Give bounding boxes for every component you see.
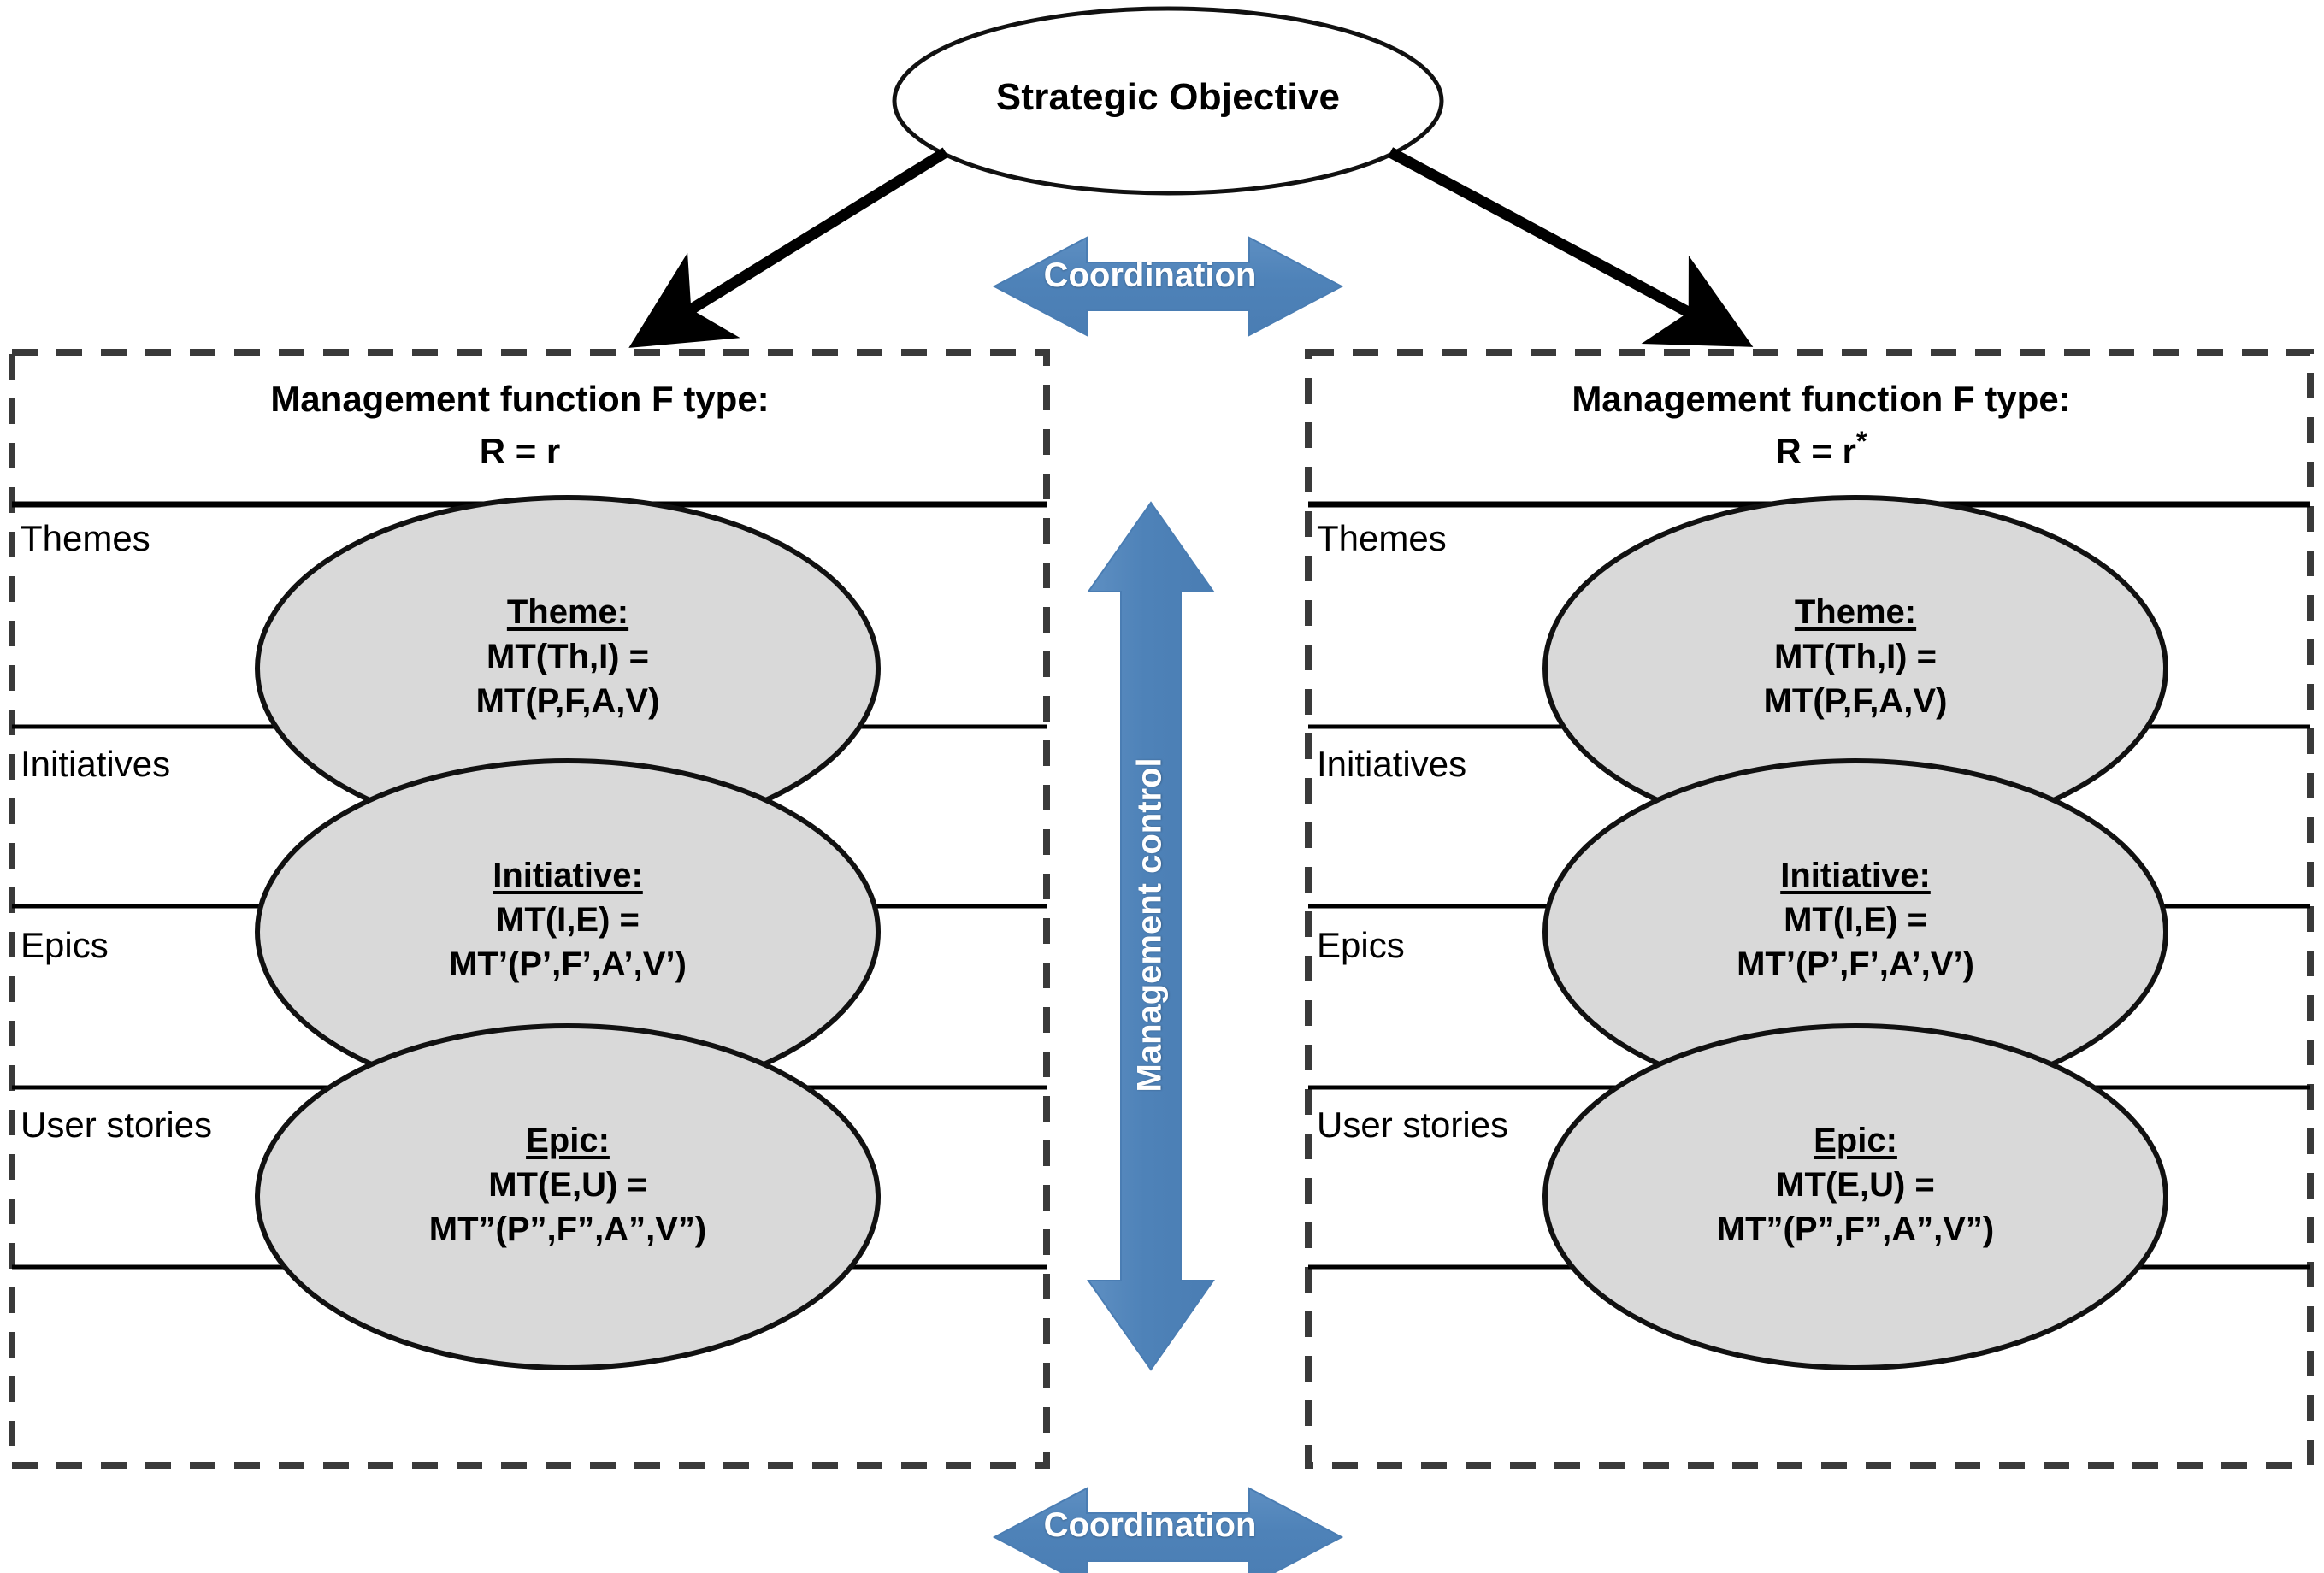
row-label-left-initiatives: Initiatives <box>21 744 171 784</box>
panel-right-title-asterisk: * <box>1855 424 1867 457</box>
row-label-left-themes: Themes <box>21 518 150 558</box>
panel-right-title-line1: Management function F type: <box>1572 379 2071 419</box>
node-header-right-epic: Epic: <box>1814 1122 1897 1159</box>
coordination-bottom-label: Coordination <box>1043 1506 1257 1544</box>
row-label-right-user-stories: User stories <box>1317 1105 1509 1145</box>
management-control-label: Management control <box>1130 757 1169 1093</box>
row-label-left-user-stories: User stories <box>21 1105 213 1145</box>
node-text-right-epic: Epic: MT(E,U) = MT”(P”,F”,A”,V”) <box>1590 1118 2121 1252</box>
panel-left-title: Management function F type: R = r <box>58 374 982 478</box>
node-text-right-initiative: Initiative: MT(I,E) = MT’(P’,F’,A’,V’) <box>1590 853 2121 987</box>
node-line2-right-theme: MT(P,F,A,V) <box>1763 682 1948 720</box>
panel-right-title: Management function F type: R = r* <box>1360 374 2283 478</box>
node-line2-left-epic: MT”(P”,F”,A”,V”) <box>428 1211 707 1248</box>
node-text-left-initiative: Initiative: MT(I,E) = MT’(P’,F’,A’,V’) <box>303 853 833 987</box>
node-header-right-theme: Theme: <box>1794 593 1917 631</box>
panel-right-title-line2: R = r* <box>1360 426 2283 478</box>
node-text-left-epic: Epic: MT(E,U) = MT”(P”,F”,A”,V”) <box>303 1118 833 1252</box>
node-header-left-epic: Epic: <box>526 1122 610 1159</box>
node-line1-right-initiative: MT(I,E) = <box>1784 901 1927 939</box>
node-line2-left-theme: MT(P,F,A,V) <box>475 682 660 720</box>
coordination-top-label: Coordination <box>1043 256 1257 294</box>
node-text-left-theme: Theme: MT(Th,I) = MT(P,F,A,V) <box>303 590 833 723</box>
node-line1-left-epic: MT(E,U) = <box>488 1166 647 1204</box>
panel-left-title-line1: Management function F type: <box>270 379 770 419</box>
row-label-right-epics: Epics <box>1317 925 1405 965</box>
panel-left-title-line2: R = r <box>479 430 561 471</box>
connector-left <box>628 147 949 348</box>
node-line1-right-theme: MT(Th,I) = <box>1774 638 1937 675</box>
node-line1-left-theme: MT(Th,I) = <box>487 638 649 675</box>
node-header-left-theme: Theme: <box>506 593 629 631</box>
strategic-objective-label: Strategic Objective <box>995 76 1341 118</box>
row-label-left-epics: Epics <box>21 925 109 965</box>
node-line1-left-initiative: MT(I,E) = <box>496 901 640 939</box>
row-label-right-themes: Themes <box>1317 518 1447 558</box>
row-label-right-initiatives: Initiatives <box>1317 744 1467 784</box>
panel-right-title-line2-base: R = r <box>1775 430 1856 471</box>
node-line1-right-epic: MT(E,U) = <box>1776 1166 1935 1204</box>
connector-right <box>1387 147 1754 347</box>
node-line2-right-initiative: MT’(P’,F’,A’,V’) <box>1737 946 1974 983</box>
node-line2-right-epic: MT”(P”,F”,A”,V”) <box>1716 1211 1995 1248</box>
node-text-right-theme: Theme: MT(Th,I) = MT(P,F,A,V) <box>1590 590 2121 723</box>
node-line2-left-initiative: MT’(P’,F’,A’,V’) <box>449 946 687 983</box>
node-header-left-initiative: Initiative: <box>493 857 643 894</box>
node-header-right-initiative: Initiative: <box>1780 857 1931 894</box>
